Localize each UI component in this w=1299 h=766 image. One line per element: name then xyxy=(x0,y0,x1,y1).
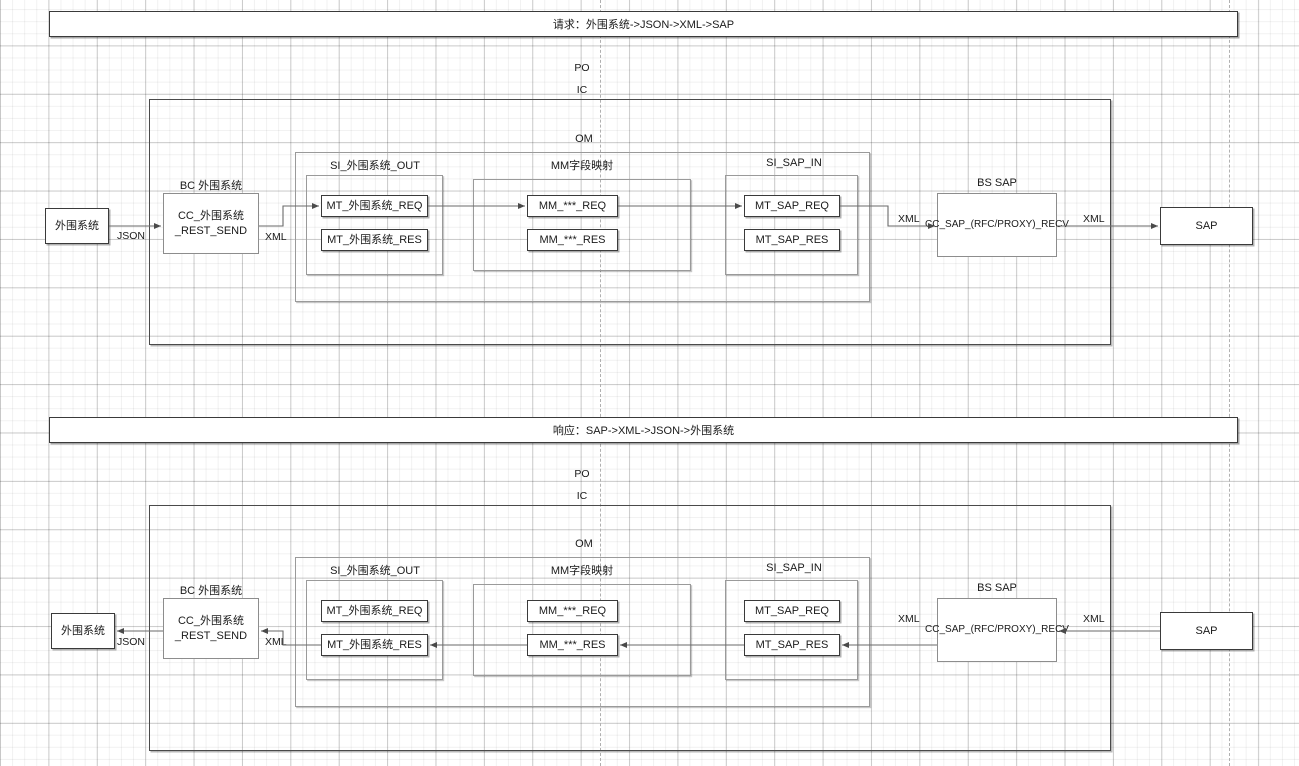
response-cc-rest-send-line2: _REST_SEND xyxy=(174,629,248,642)
response-mm-caption: MM字段映射 xyxy=(550,565,614,577)
response-si-sap-in-container xyxy=(725,580,858,680)
response-po-label: PO xyxy=(574,468,590,480)
request-om-container xyxy=(295,152,870,302)
request-ic-label: IC xyxy=(576,84,588,96)
request-mm-caption: MM字段映射 xyxy=(550,160,614,172)
request-si-sap-in-item-1[interactable]: MT_SAP_RES xyxy=(744,229,840,251)
request-cc-rest-send-line2: _REST_SEND xyxy=(174,224,248,237)
request-mm-item-0-label: MM_***_REQ xyxy=(538,199,607,212)
request-bc-caption: BC 外围系统 xyxy=(179,180,243,192)
request-si-sap-in-item-0[interactable]: MT_SAP_REQ xyxy=(744,195,840,217)
response-si-out-container xyxy=(306,580,443,680)
response-si-out-item-0-label: MT_外围系统_REQ xyxy=(326,604,423,617)
response-xml-label-mid: XML xyxy=(898,613,920,625)
response-cc-rest-send-box[interactable]: CC_外围系统 _REST_SEND xyxy=(163,598,259,659)
response-si-out-item-0[interactable]: MT_外围系统_REQ xyxy=(321,600,428,622)
response-si-sap-in-item-1[interactable]: MT_SAP_RES xyxy=(744,634,840,656)
request-si-sap-in-caption: SI_SAP_IN xyxy=(766,157,822,169)
request-si-out-item-0[interactable]: MT_外围系统_REQ xyxy=(321,195,428,217)
response-mm-container xyxy=(473,584,691,676)
response-si-out-caption: SI_外围系统_OUT xyxy=(330,565,420,577)
request-po-container xyxy=(149,99,1111,345)
request-si-sap-in-item-0-label: MT_SAP_REQ xyxy=(755,199,829,212)
request-si-out-container xyxy=(306,175,443,275)
response-title-bar: 响应：SAP->XML->JSON->外围系统 xyxy=(49,417,1238,443)
response-cc-sap-recv-label: CC_SAP_(RFC/PROXY)_RECV xyxy=(925,624,1069,636)
request-si-out-item-1-label: MT_外围系统_RES xyxy=(327,233,422,246)
request-cc-sap-recv-box[interactable]: CC_SAP_(RFC/PROXY)_RECV xyxy=(925,193,1069,257)
request-mm-item-0[interactable]: MM_***_REQ xyxy=(527,195,618,217)
response-mm-item-0-label: MM_***_REQ xyxy=(538,604,607,617)
request-si-out-item-1[interactable]: MT_外围系统_RES xyxy=(321,229,428,251)
request-mm-item-1-label: MM_***_RES xyxy=(539,233,606,246)
request-si-out-caption: SI_外围系统_OUT xyxy=(330,160,420,172)
response-bc-caption: BC 外围系统 xyxy=(179,585,243,597)
request-cc-rest-send-box[interactable]: CC_外围系统 _REST_SEND xyxy=(163,193,259,254)
response-si-sap-in-item-0[interactable]: MT_SAP_REQ xyxy=(744,600,840,622)
response-external-system-box[interactable]: 外围系统 xyxy=(51,613,115,649)
response-si-out-item-1[interactable]: MT_外围系统_RES xyxy=(321,634,428,656)
response-sap-system-box[interactable]: SAP xyxy=(1160,612,1253,650)
request-si-sap-in-container xyxy=(725,175,858,275)
request-mm-container xyxy=(473,179,691,271)
request-xml-label-left: XML xyxy=(265,231,287,243)
request-title-text: 请求：外围系统->JSON->XML->SAP xyxy=(552,19,735,31)
request-cc-sap-recv-label: CC_SAP_(RFC/PROXY)_RECV xyxy=(925,219,1069,231)
response-cc-sap-recv-box[interactable]: CC_SAP_(RFC/PROXY)_RECV xyxy=(925,598,1069,662)
response-si-sap-in-item-0-label: MT_SAP_REQ xyxy=(755,604,829,617)
response-xml-label-right: XML xyxy=(1083,613,1105,625)
request-external-system-label: 外围系统 xyxy=(55,219,99,232)
response-sap-system-label: SAP xyxy=(1195,624,1218,637)
response-mm-item-1[interactable]: MM_***_RES xyxy=(527,634,618,656)
response-si-sap-in-item-1-label: MT_SAP_RES xyxy=(755,638,829,651)
request-om-label: OM xyxy=(575,133,593,145)
response-ic-label: IC xyxy=(576,490,588,502)
response-json-label: JSON xyxy=(117,636,146,648)
request-mm-item-1[interactable]: MM_***_RES xyxy=(527,229,618,251)
guide-line-left xyxy=(600,0,601,766)
response-mm-item-1-label: MM_***_RES xyxy=(539,638,606,651)
guide-line-right xyxy=(1229,0,1230,766)
request-po-label: PO xyxy=(574,62,590,74)
response-si-sap-in-caption: SI_SAP_IN xyxy=(766,562,822,574)
request-cc-rest-send-line1: CC_外围系统 xyxy=(177,209,244,222)
response-bs-sap-caption: BS SAP xyxy=(977,582,1017,594)
request-external-system-box[interactable]: 外围系统 xyxy=(45,208,109,244)
response-xml-label-left: XML xyxy=(265,636,287,648)
response-om-label: OM xyxy=(575,538,593,550)
request-sap-system-label: SAP xyxy=(1195,219,1218,232)
response-cc-rest-send-line1: CC_外围系统 xyxy=(177,614,244,627)
request-xml-label-mid: XML xyxy=(898,213,920,225)
request-title-bar: 请求：外围系统->JSON->XML->SAP xyxy=(49,11,1238,37)
request-sap-system-box[interactable]: SAP xyxy=(1160,207,1253,245)
response-si-out-item-1-label: MT_外围系统_RES xyxy=(327,638,422,651)
response-po-container xyxy=(149,505,1111,751)
request-si-sap-in-item-1-label: MT_SAP_RES xyxy=(755,233,829,246)
response-mm-item-0[interactable]: MM_***_REQ xyxy=(527,600,618,622)
request-si-out-item-0-label: MT_外围系统_REQ xyxy=(326,199,423,212)
request-bs-sap-caption: BS SAP xyxy=(977,177,1017,189)
response-title-text: 响应：SAP->XML->JSON->外围系统 xyxy=(552,425,735,437)
request-json-label: JSON xyxy=(117,230,146,242)
response-external-system-label: 外围系统 xyxy=(61,624,105,637)
request-xml-label-right: XML xyxy=(1083,213,1105,225)
